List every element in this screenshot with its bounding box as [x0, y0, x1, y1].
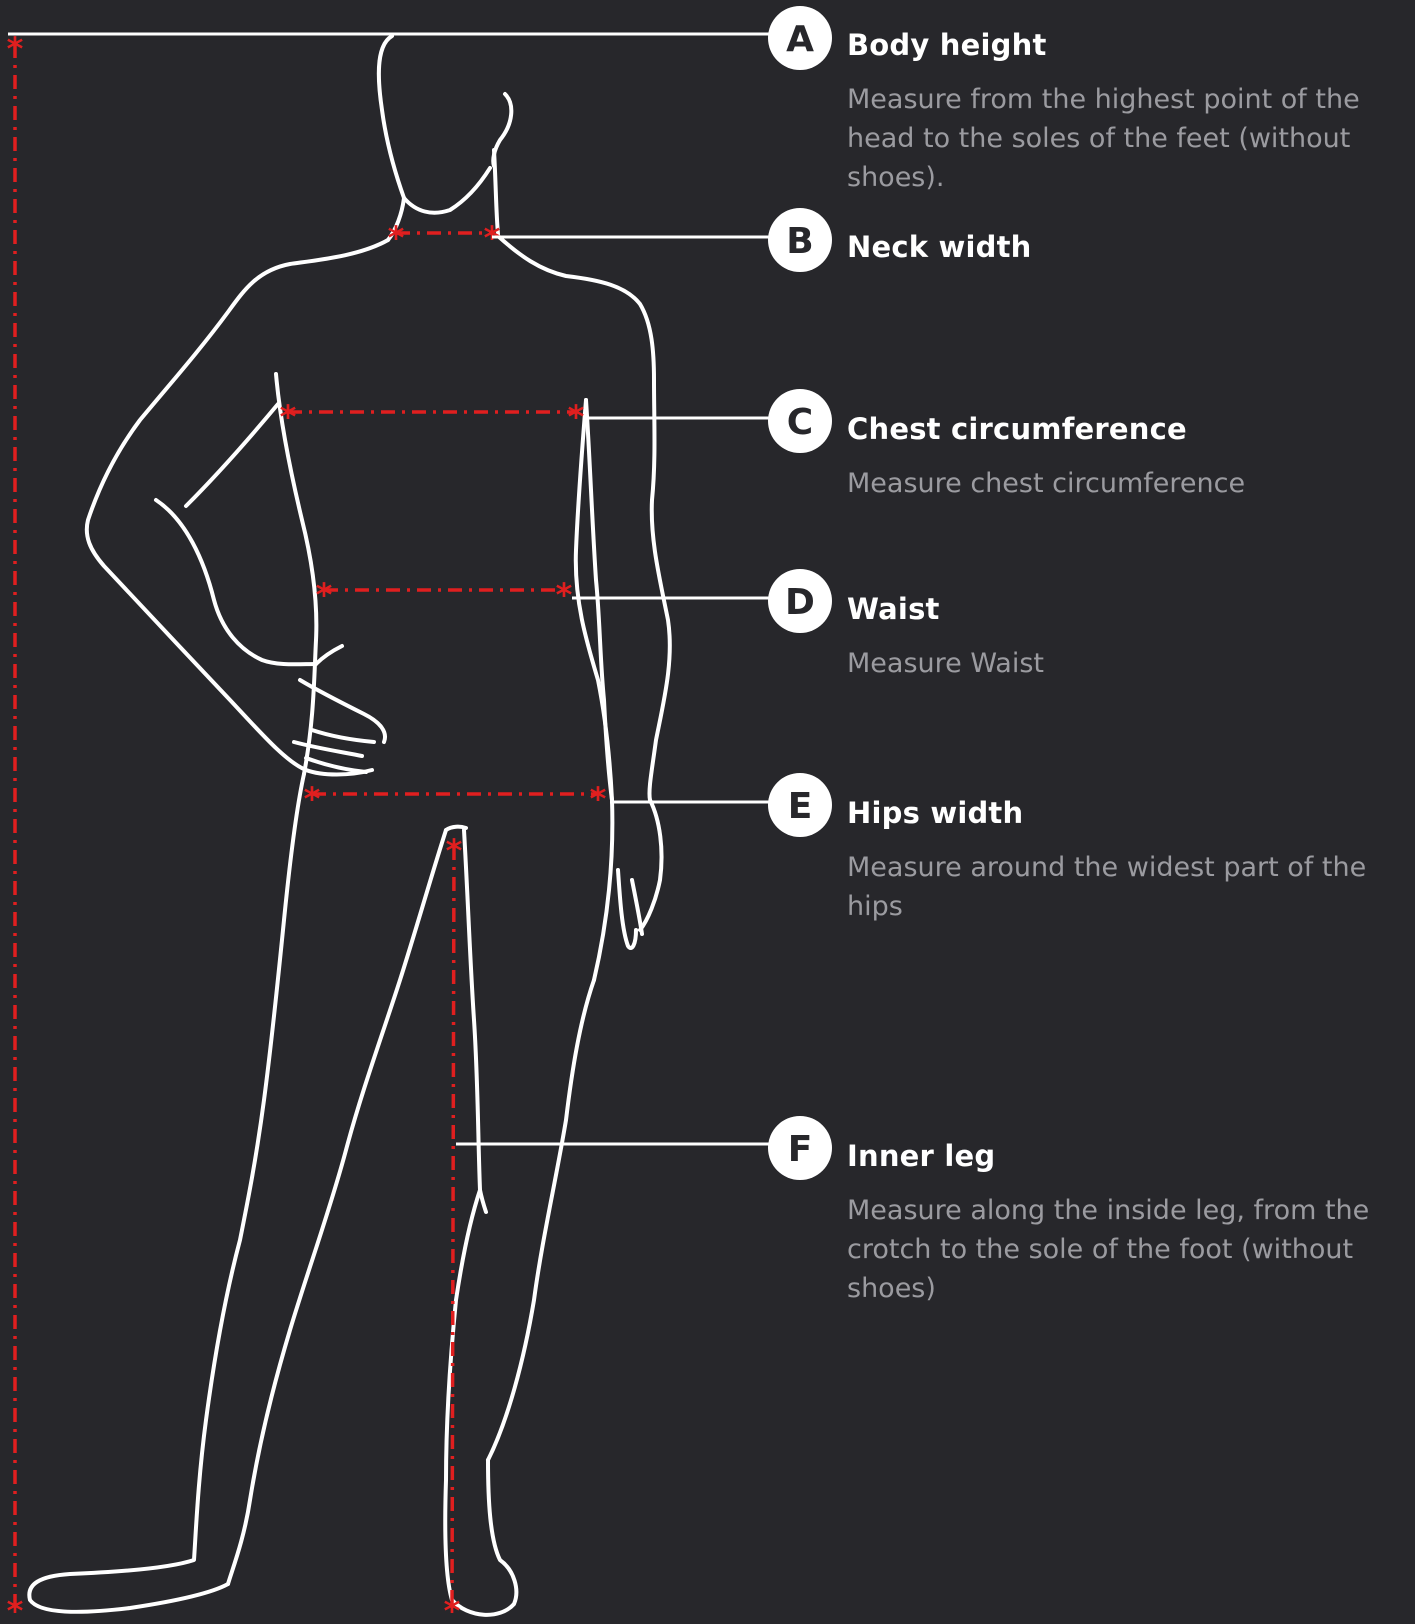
badge-c-letter: C: [787, 402, 813, 443]
badge-c: C: [768, 389, 832, 453]
measure-line-f: [452, 846, 454, 1606]
badge-d: D: [768, 569, 832, 633]
badge-b: B: [768, 208, 832, 272]
badge-d-letter: D: [785, 582, 815, 623]
label-description: Measure around the widest part of the hi…: [847, 848, 1407, 926]
label-title: Chest circumference: [847, 412, 1407, 446]
label-description: Measure from the highest point of the he…: [847, 80, 1407, 197]
label-inner-leg: Inner leg Measure along the inside leg, …: [847, 1139, 1407, 1308]
marker-c-right: *: [568, 398, 585, 436]
marker-c-left: *: [280, 398, 297, 436]
marker-d-left: *: [316, 576, 333, 614]
marker-e-right: *: [590, 780, 607, 818]
label-waist: Waist Measure Waist: [847, 592, 1407, 683]
marker-f-bottom: *: [444, 1592, 461, 1624]
badge-e-letter: E: [788, 786, 813, 827]
badge-b-letter: B: [786, 221, 813, 262]
label-description: Measure Waist: [847, 644, 1407, 683]
label-title: Inner leg: [847, 1139, 1407, 1173]
label-neck-width: Neck width: [847, 230, 1407, 264]
marker-a-top: *: [7, 30, 24, 68]
label-chest-circumference: Chest circumference Measure chest circum…: [847, 412, 1407, 503]
badge-a: A: [768, 6, 832, 70]
marker-a-bottom: *: [7, 1592, 24, 1624]
label-body-height: Body height Measure from the highest poi…: [847, 28, 1407, 197]
measurement-lines: [15, 44, 598, 1606]
body-silhouette: [29, 36, 669, 1615]
marker-e-left: *: [304, 780, 321, 818]
label-description: Measure chest circumference: [847, 464, 1407, 503]
letter-badges: A B C D E F: [768, 6, 832, 1180]
badge-f: F: [768, 1116, 832, 1180]
badge-a-letter: A: [786, 19, 814, 60]
marker-f-top: *: [446, 832, 463, 870]
label-title: Waist: [847, 592, 1407, 626]
marker-b-left: *: [388, 219, 405, 257]
label-title: Body height: [847, 28, 1407, 62]
marker-d-right: *: [556, 576, 573, 614]
label-description: Measure along the inside leg, from the c…: [847, 1191, 1407, 1308]
label-title: Hips width: [847, 796, 1407, 830]
badge-f-letter: F: [788, 1129, 813, 1170]
label-hips-width: Hips width Measure around the widest par…: [847, 796, 1407, 926]
label-title: Neck width: [847, 230, 1407, 264]
badge-e: E: [768, 773, 832, 837]
